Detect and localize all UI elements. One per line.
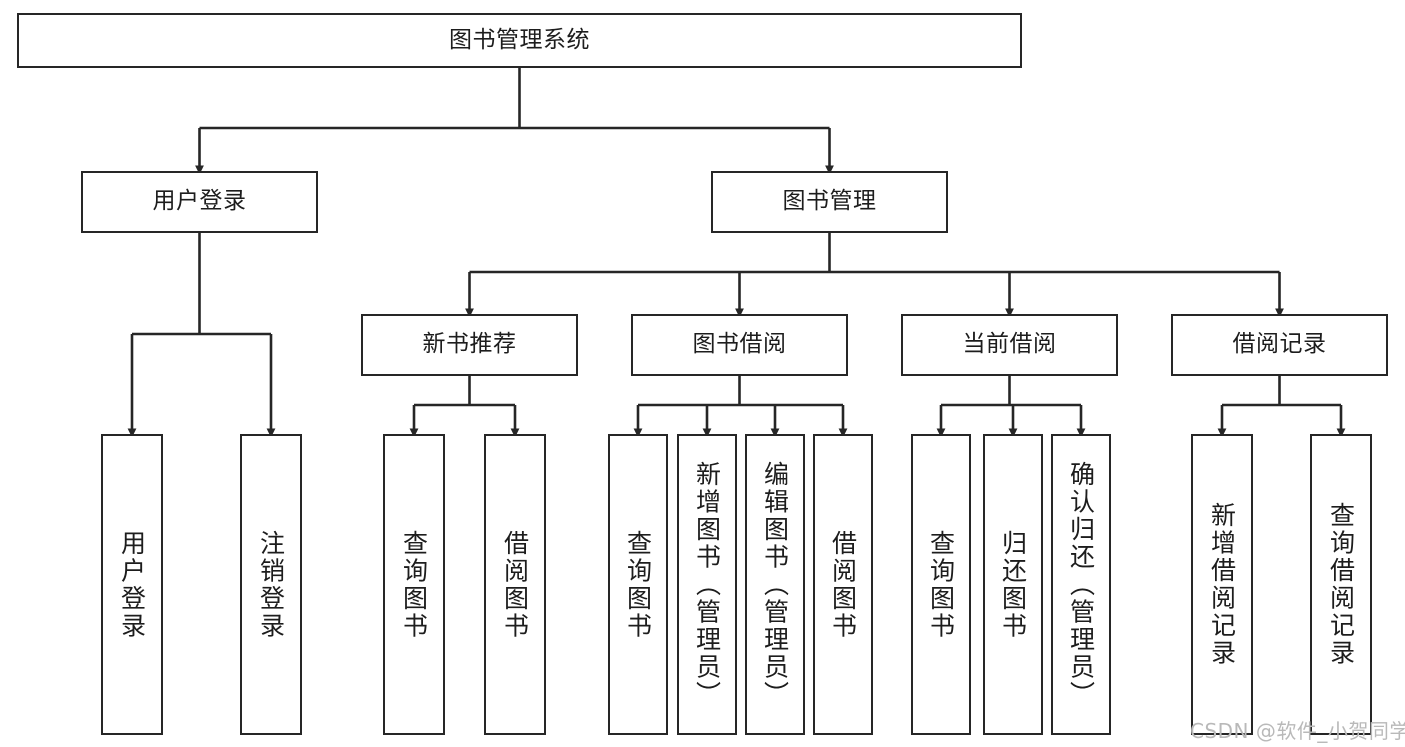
csdn-watermark: CSDN @软件_小贺同学 (1190, 719, 1405, 743)
node-root[interactable]: 图书管理系统 (17, 13, 1022, 68)
node-book-manage[interactable]: 图书管理 (711, 171, 948, 233)
node-leaf-add-borrow-record[interactable]: 新增借阅记录 (1191, 434, 1253, 735)
node-leaf-user-login[interactable]: 用户登录 (101, 434, 163, 735)
node-leaf-return-book[interactable]: 归还图书 (983, 434, 1043, 735)
node-leaf-borrow-book-bw[interactable]: 借阅图书 (813, 434, 873, 735)
node-leaf-borrow-book-rec-label: 借阅图书 (500, 529, 530, 640)
node-new-book-recommend-label: 新书推荐 (422, 331, 517, 358)
node-leaf-user-login-label: 用户登录 (117, 529, 147, 640)
node-leaf-logout-label: 注销登录 (256, 529, 286, 640)
node-leaf-edit-book-admin-label: 编辑图书（管理员） (760, 460, 790, 709)
node-book-manage-label: 图书管理 (782, 188, 877, 215)
node-user-login-label: 用户登录 (152, 188, 247, 215)
node-borrow-record-label: 借阅记录 (1232, 331, 1327, 358)
node-leaf-confirm-return-label: 确认归还（管理员） (1066, 460, 1096, 709)
node-leaf-query-borrow-record-label: 查询借阅记录 (1326, 502, 1356, 667)
node-leaf-borrow-book-rec[interactable]: 借阅图书 (484, 434, 546, 735)
node-borrow-record[interactable]: 借阅记录 (1171, 314, 1388, 376)
node-leaf-query-book-rec-label: 查询图书 (399, 529, 429, 640)
node-leaf-confirm-return[interactable]: 确认归还（管理员） (1051, 434, 1111, 735)
node-leaf-add-borrow-record-label: 新增借阅记录 (1207, 502, 1237, 667)
node-current-borrow-label: 当前借阅 (962, 331, 1057, 358)
node-leaf-query-borrow-record[interactable]: 查询借阅记录 (1310, 434, 1372, 735)
node-book-borrow-label: 图书借阅 (692, 331, 787, 358)
node-leaf-query-book-rec[interactable]: 查询图书 (383, 434, 445, 735)
node-current-borrow[interactable]: 当前借阅 (901, 314, 1118, 376)
node-leaf-query-book-cur[interactable]: 查询图书 (911, 434, 971, 735)
node-leaf-query-book-bw-label: 查询图书 (623, 529, 653, 640)
node-leaf-query-book-bw[interactable]: 查询图书 (608, 434, 668, 735)
node-leaf-query-book-cur-label: 查询图书 (926, 529, 956, 640)
node-user-login[interactable]: 用户登录 (81, 171, 318, 233)
node-leaf-logout[interactable]: 注销登录 (240, 434, 302, 735)
node-leaf-add-book-admin-label: 新增图书（管理员） (692, 460, 722, 709)
node-leaf-add-book-admin[interactable]: 新增图书（管理员） (677, 434, 737, 735)
node-leaf-return-book-label: 归还图书 (998, 529, 1028, 640)
node-leaf-edit-book-admin[interactable]: 编辑图书（管理员） (745, 434, 805, 735)
node-leaf-borrow-book-bw-label: 借阅图书 (828, 529, 858, 640)
node-root-label: 图书管理系统 (449, 26, 590, 53)
node-book-borrow[interactable]: 图书借阅 (631, 314, 848, 376)
node-new-book-recommend[interactable]: 新书推荐 (361, 314, 578, 376)
